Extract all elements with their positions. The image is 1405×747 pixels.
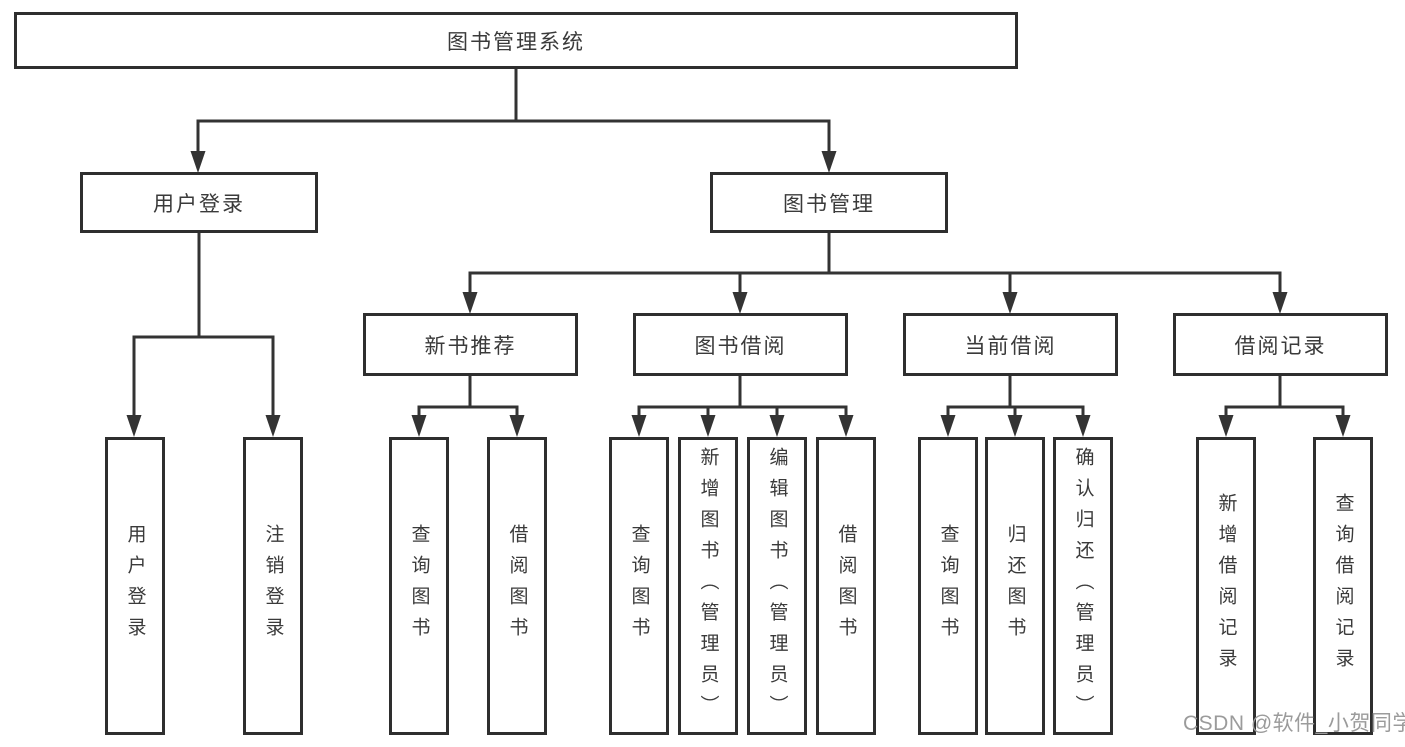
leaf-edit-book-admin-label: 编辑图书（管理员） xyxy=(766,446,788,726)
leaf-add-book-admin-label: 新增图书（管理员） xyxy=(697,446,719,726)
leaf-recommend-query-book: 查询图书 xyxy=(389,437,449,735)
leaf-return-book: 归还图书 xyxy=(985,437,1045,735)
leaf-add-borrow-record-label: 新增借阅记录 xyxy=(1215,493,1237,679)
leaf-confirm-return-admin: 确认归还（管理员） xyxy=(1053,437,1113,735)
node-new-book-recommend: 新书推荐 xyxy=(363,313,578,376)
leaf-user-login-label: 用户登录 xyxy=(124,524,146,648)
connector-user-login-to-leaves xyxy=(132,233,275,416)
leaf-current-query-book: 查询图书 xyxy=(918,437,978,735)
leaf-logout-login-label: 注销登录 xyxy=(262,524,284,648)
leaf-recommend-borrow-book-label: 借阅图书 xyxy=(506,524,528,648)
leaf-confirm-return-admin-label: 确认归还（管理员） xyxy=(1072,446,1094,726)
leaf-add-borrow-record: 新增借阅记录 xyxy=(1196,437,1256,735)
leaf-edit-book-admin: 编辑图书（管理员） xyxy=(747,437,807,735)
leaf-query-borrow-record: 查询借阅记录 xyxy=(1313,437,1373,735)
leaf-return-book-label: 归还图书 xyxy=(1004,524,1026,648)
connector-borrow-records-to-leaves xyxy=(1224,376,1345,418)
node-user-login: 用户登录 xyxy=(80,172,318,233)
node-book-borrow: 图书借阅 xyxy=(633,313,848,376)
leaf-borrow-book-label: 借阅图书 xyxy=(835,524,857,648)
connector-new-book-recommend-to-leaves xyxy=(417,376,519,418)
csdn-watermark: CSDN @软件_小贺同学 xyxy=(1183,712,1405,735)
leaf-recommend-borrow-book: 借阅图书 xyxy=(487,437,547,735)
leaf-logout-login: 注销登录 xyxy=(243,437,303,735)
connector-current-borrow-to-leaves xyxy=(946,376,1085,418)
node-borrow-records: 借阅记录 xyxy=(1173,313,1388,376)
leaf-current-query-book-label: 查询图书 xyxy=(937,524,959,648)
node-book-management: 图书管理 xyxy=(710,172,948,233)
leaf-user-login: 用户登录 xyxy=(105,437,165,735)
leaf-query-borrow-record-label: 查询借阅记录 xyxy=(1332,493,1354,679)
node-current-borrow: 当前借阅 xyxy=(903,313,1118,376)
node-library-management-system: 图书管理系统 xyxy=(14,12,1018,69)
connector-book-borrow-to-leaves xyxy=(637,376,848,418)
leaf-add-book-admin: 新增图书（管理员） xyxy=(678,437,738,735)
leaf-borrow-query-book-label: 查询图书 xyxy=(628,524,650,648)
leaf-borrow-query-book: 查询图书 xyxy=(609,437,669,735)
leaf-borrow-book: 借阅图书 xyxy=(816,437,876,735)
leaf-recommend-query-book-label: 查询图书 xyxy=(408,524,430,648)
connector-root-to-level2 xyxy=(196,69,831,153)
connector-book-management-to-level3 xyxy=(468,233,1282,293)
